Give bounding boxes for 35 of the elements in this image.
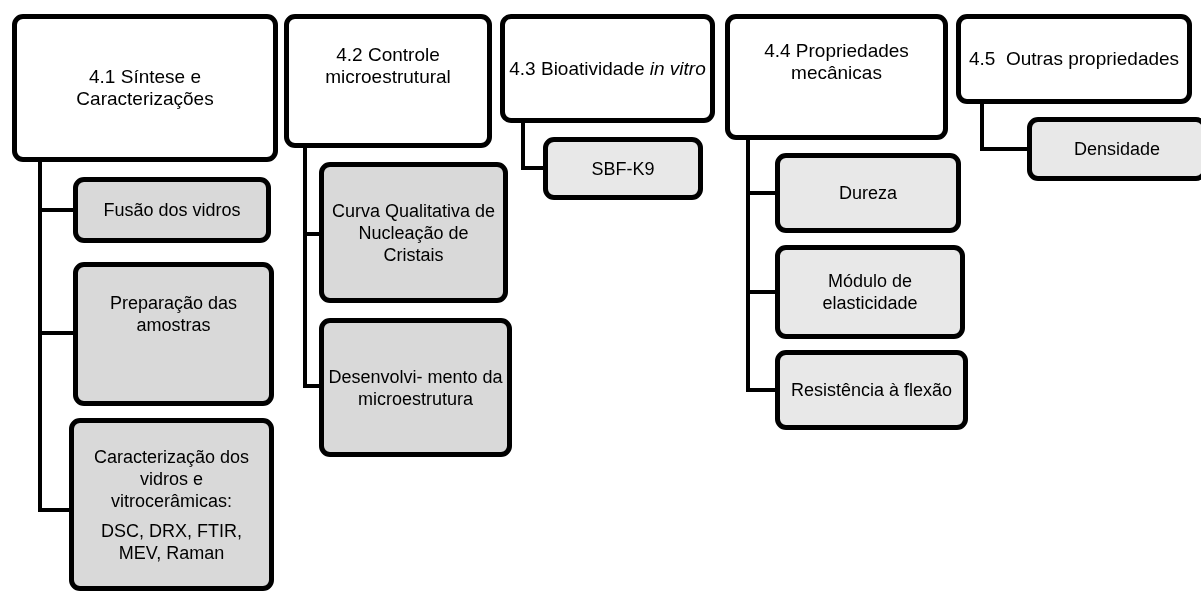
node-text: 4.3 Bioatividade in vitro xyxy=(509,57,706,80)
section-box xyxy=(12,14,278,162)
topic-box xyxy=(319,318,512,457)
connector-line xyxy=(521,123,543,170)
topic-box xyxy=(775,245,965,339)
section-box xyxy=(500,14,715,123)
node-text: Fusão dos vidros xyxy=(103,199,241,222)
topic-box xyxy=(73,177,271,243)
node-text: 4.2 Controle microestrutural xyxy=(324,44,452,88)
node-text: Dureza xyxy=(839,182,897,204)
topic-box xyxy=(543,137,703,200)
section-box xyxy=(284,14,492,148)
connector-line xyxy=(980,104,1027,151)
topic-box xyxy=(69,418,274,591)
topic-box xyxy=(319,162,508,303)
node-text: Módulo de elasticidade xyxy=(821,270,919,314)
topic-box xyxy=(775,350,968,430)
node-text: 4.4 Propriedades mecânicas xyxy=(763,40,910,84)
node-text: DSC, DRX, FTIR, MEV, Raman xyxy=(100,519,243,564)
topic-box xyxy=(1027,117,1201,181)
node-text: 4.1 Síntese e Caracterizações xyxy=(75,66,215,110)
node-text: Curva Qualitativa de Nucleação de Cristais xyxy=(330,199,497,266)
node-text: Caracterização dos vidros e vitrocerâmicas: xyxy=(92,445,251,512)
topic-box xyxy=(73,262,274,406)
topic-box xyxy=(775,153,961,233)
node-text: Resistência à flexão xyxy=(790,379,953,401)
section-box xyxy=(725,14,948,140)
connector-line xyxy=(38,162,69,512)
node-text: SBF-K9 xyxy=(591,157,655,180)
node-text: Desenvolvi- mento da microestrutura xyxy=(328,365,503,410)
connector-line xyxy=(746,140,775,392)
node-text: Preparação das amostras xyxy=(108,292,239,336)
node-text: Densidade xyxy=(1073,138,1161,160)
section-box xyxy=(956,14,1192,104)
node-text: 4.5 Outras propriedades xyxy=(968,48,1180,70)
